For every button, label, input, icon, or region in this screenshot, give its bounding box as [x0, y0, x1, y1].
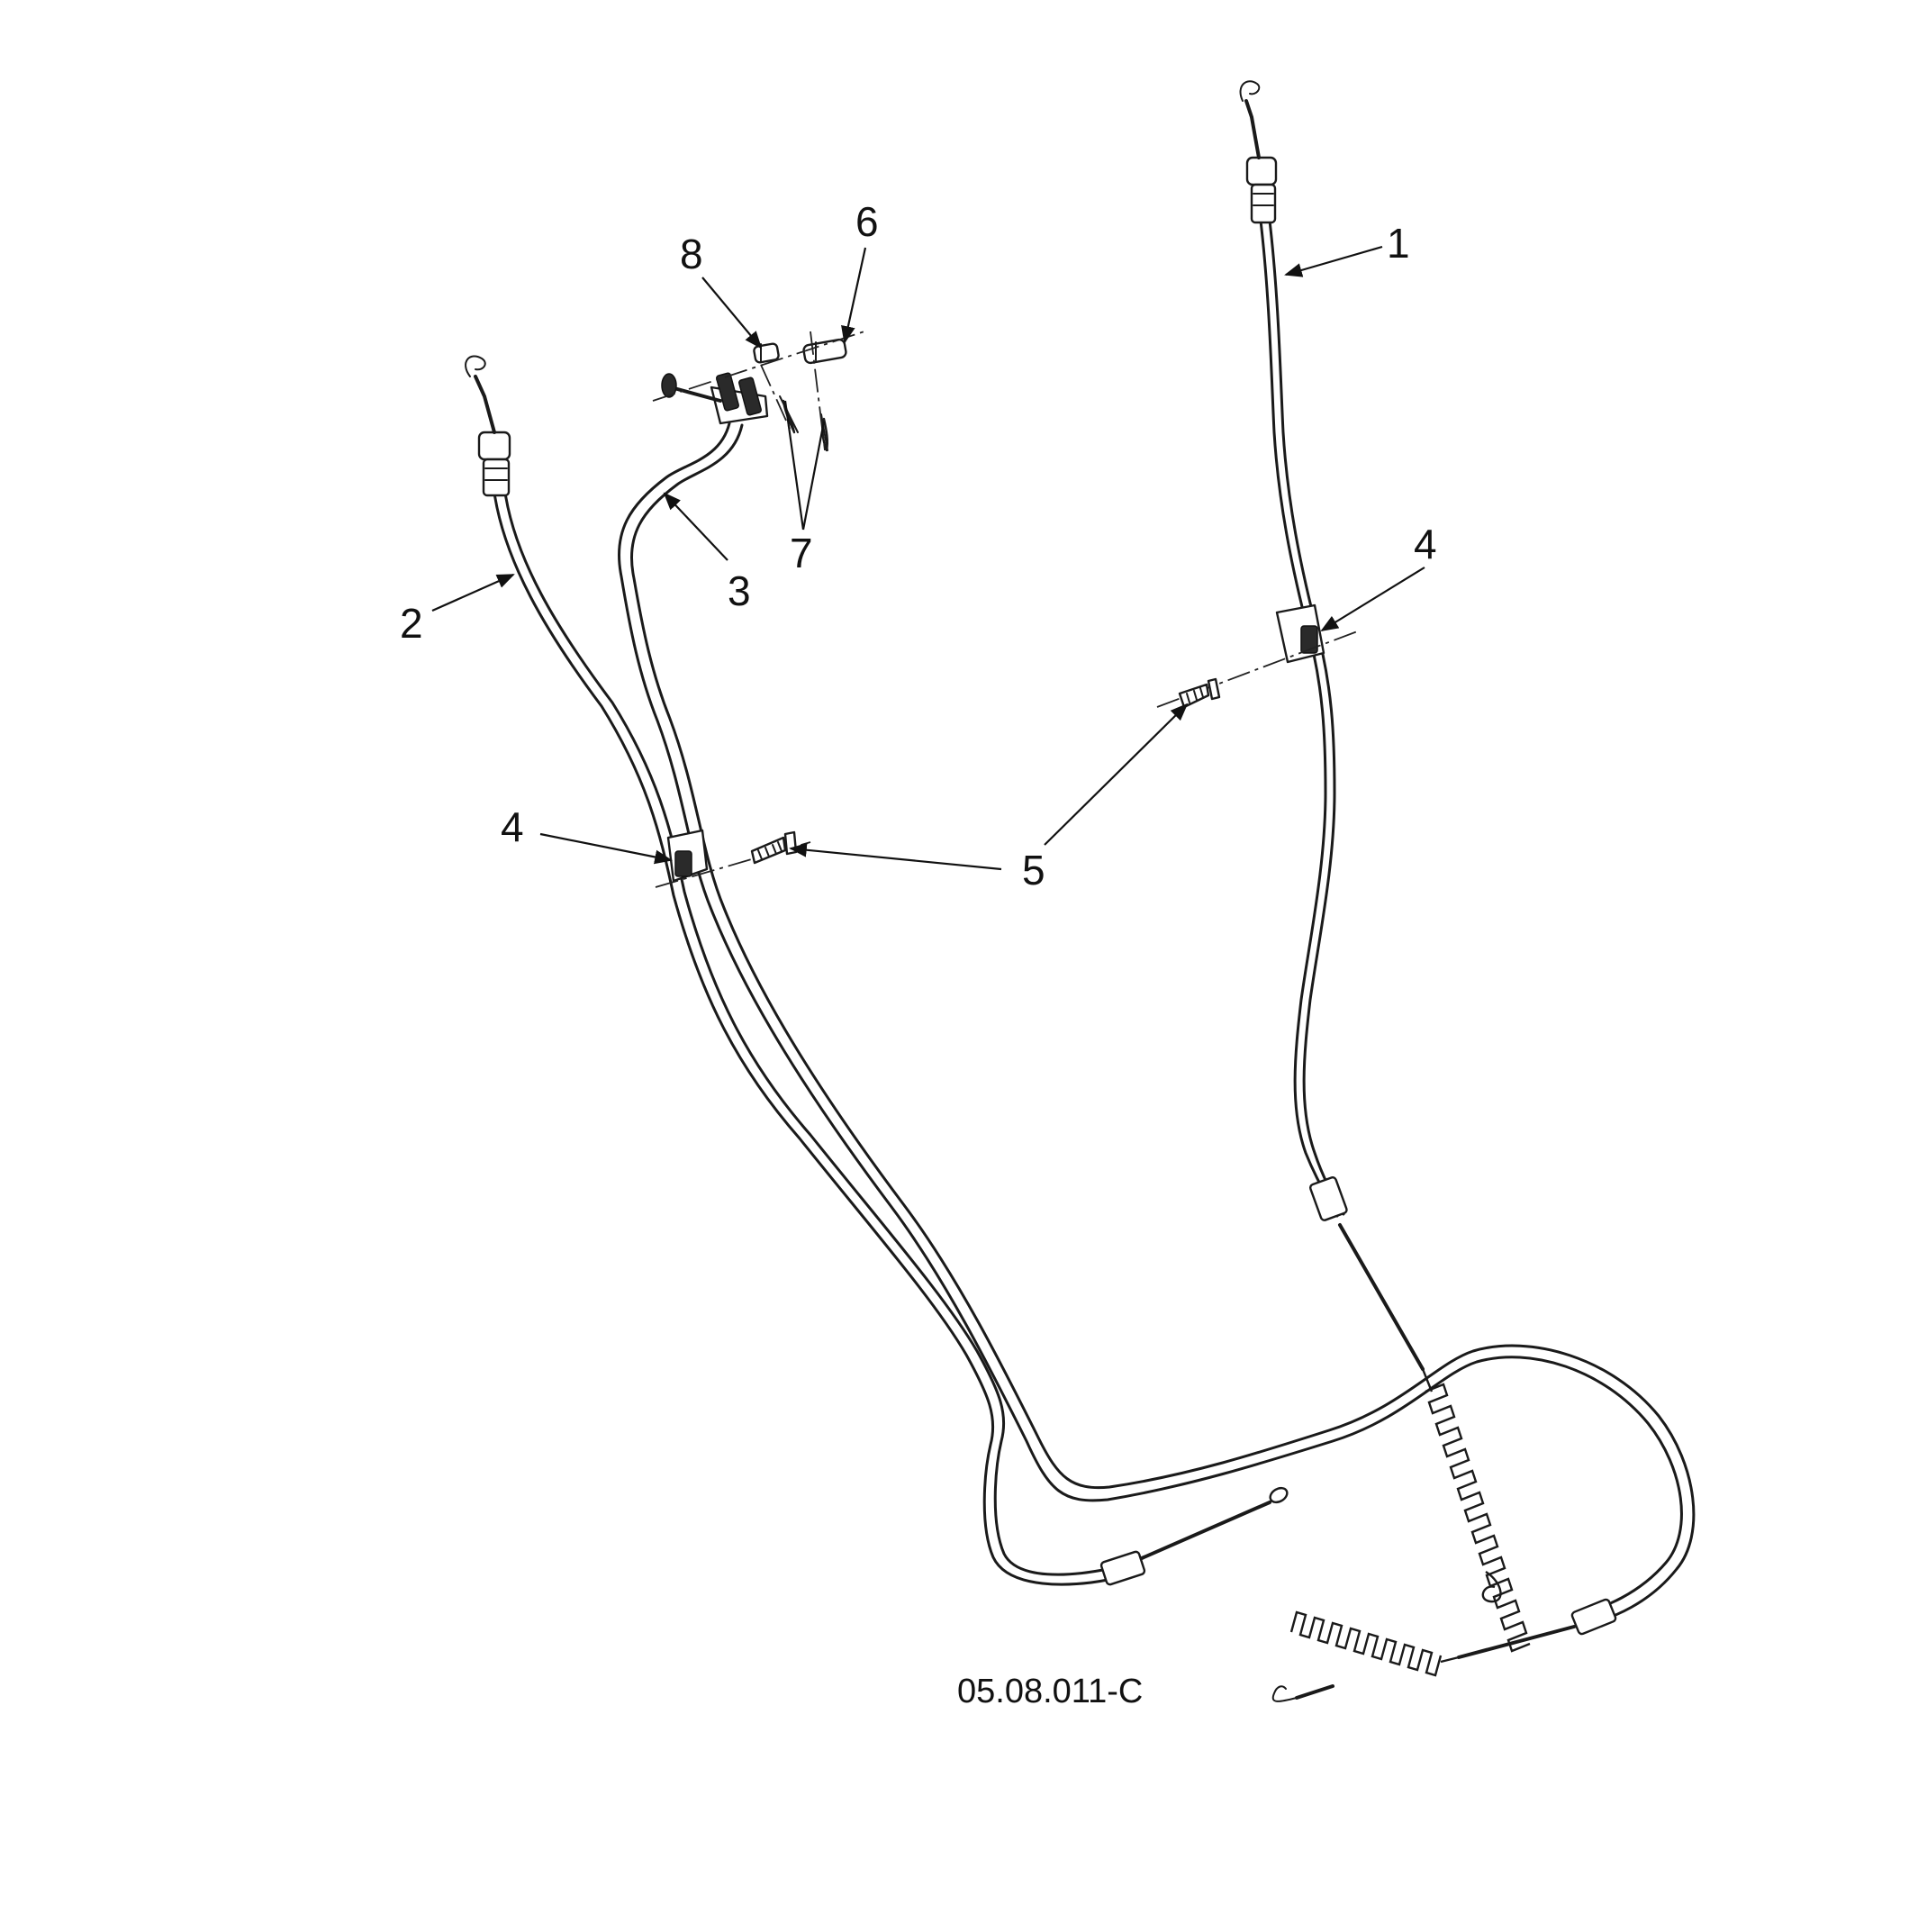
callout-2: 2 — [400, 600, 423, 647]
callout-3: 3 — [728, 567, 751, 614]
cable-1-top-fitting — [1245, 156, 1278, 186]
screw-5-right — [1178, 677, 1221, 709]
leader-lines — [431, 245, 1425, 871]
cable-3-bottom-fitting — [1570, 1598, 1617, 1636]
callout-4-left: 4 — [501, 803, 524, 850]
callout-7: 7 — [790, 530, 813, 576]
cable-2-top-fitting — [477, 431, 511, 461]
callout-6: 6 — [855, 198, 879, 245]
callout-4-right: 4 — [1414, 521, 1437, 567]
callout-8: 8 — [680, 231, 703, 277]
clamp-4-left — [666, 829, 709, 883]
spring-vertical — [1421, 1368, 1531, 1653]
drawing-code: 05.08.011-C — [957, 1673, 1143, 1710]
spring-hook — [1271, 1685, 1298, 1702]
cable-1 — [1239, 80, 1425, 1371]
control-bracket — [661, 372, 769, 425]
spring-horizontal — [1271, 1610, 1460, 1702]
cable-3 — [617, 422, 1696, 1659]
cable-2-hook — [465, 355, 486, 377]
callout-5: 5 — [1022, 847, 1045, 893]
cable-2 — [465, 355, 1289, 1586]
pin-6 — [802, 338, 847, 365]
cable-1-bottom-fitting — [1308, 1176, 1348, 1221]
callout-1: 1 — [1387, 220, 1410, 267]
cable-2-bottom-fitting — [1099, 1550, 1146, 1586]
screw-5-left — [750, 830, 798, 865]
cable-1-hook — [1239, 80, 1261, 102]
